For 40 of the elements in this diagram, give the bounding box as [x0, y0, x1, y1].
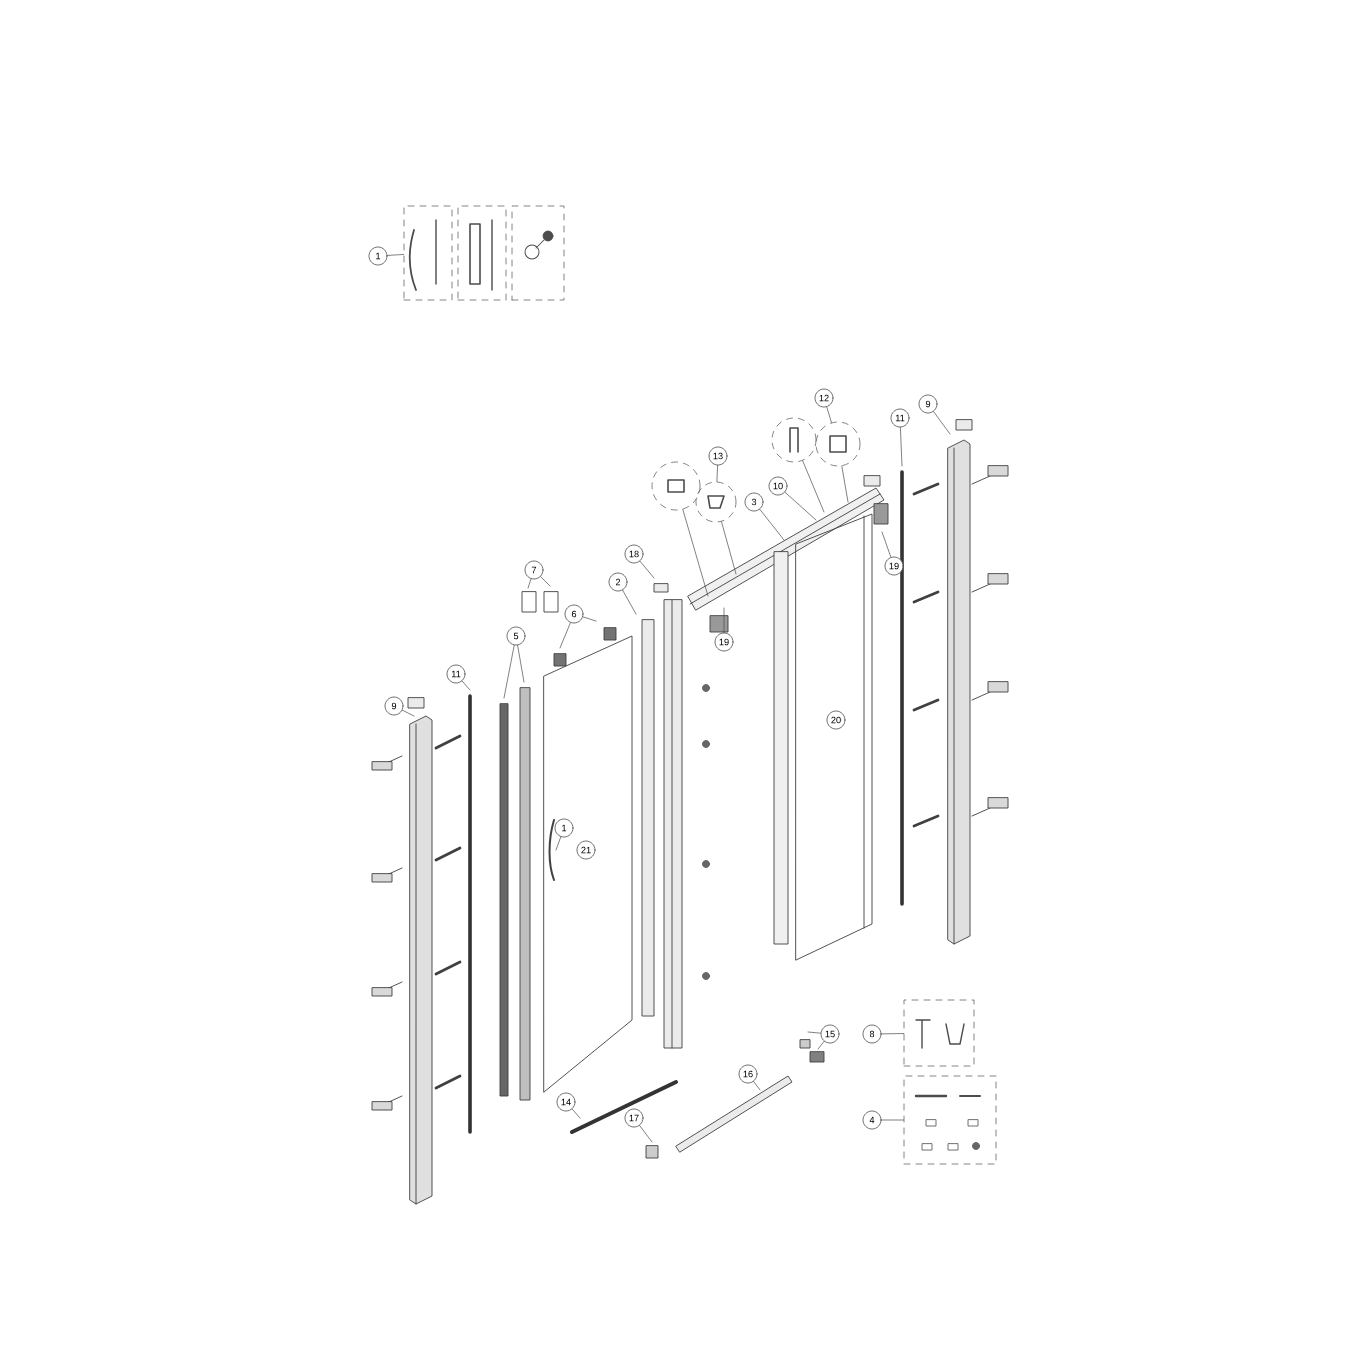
parts-box	[511, 205, 565, 301]
leader-line	[559, 622, 571, 649]
leader-line	[881, 1119, 904, 1121]
leader-line	[807, 1031, 821, 1034]
leader-line	[639, 560, 655, 579]
leader-line	[900, 427, 903, 467]
parts-box	[903, 1075, 997, 1165]
leader-line	[753, 1081, 761, 1091]
detail-circle	[695, 481, 737, 523]
leader-line	[881, 1033, 904, 1035]
leader-line	[461, 680, 471, 691]
leader-line	[639, 1125, 653, 1143]
leader-line	[723, 607, 725, 633]
leader-line	[721, 521, 737, 575]
leader-line	[571, 1108, 581, 1119]
leader-line	[517, 644, 525, 683]
leader-line	[387, 254, 404, 256]
leader-line	[841, 465, 849, 503]
leader-line	[881, 531, 892, 558]
leader-line	[826, 406, 832, 423]
leader-line	[622, 589, 637, 615]
leader-line	[402, 709, 415, 717]
leader-line	[784, 491, 817, 521]
detail-circle	[651, 461, 701, 511]
detail-circle	[815, 421, 861, 467]
detail-circle	[771, 417, 817, 463]
leader-line	[527, 578, 532, 589]
leader-line	[802, 460, 825, 513]
leader-line	[817, 1041, 825, 1050]
parts-box	[903, 999, 975, 1067]
parts-box	[403, 205, 453, 301]
leader-line	[582, 616, 597, 622]
leader-line	[933, 411, 951, 435]
leader-line	[555, 836, 562, 851]
leader-line	[540, 576, 551, 587]
leader-line	[759, 509, 785, 541]
parts-box	[457, 205, 507, 301]
leader-line	[716, 465, 718, 482]
leader-line	[503, 644, 515, 699]
leader-line	[682, 509, 709, 597]
